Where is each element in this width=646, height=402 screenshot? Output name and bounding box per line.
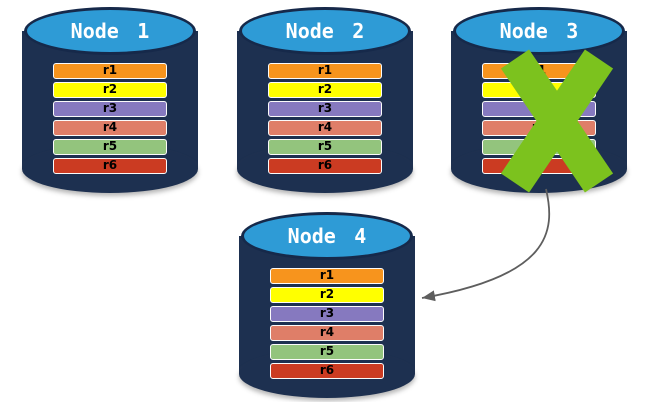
row-bar-r4: r4: [268, 120, 382, 136]
row-bar-r5: r5: [268, 139, 382, 155]
row-bar-r1: r1: [268, 63, 382, 79]
node-title: Node 1: [70, 19, 150, 43]
node-4-cylinder: Node 4 r1 r2 r3 r4 r5 r6: [239, 212, 415, 398]
row-bar-r1: r1: [270, 268, 384, 284]
row-bar-r4: r4: [270, 325, 384, 341]
row-bar-r4: r4: [53, 120, 167, 136]
cylinder-top: Node 1: [24, 7, 196, 55]
node-title: Node 2: [285, 19, 365, 43]
row-list: r1 r2 r3 r4 r5 r6: [268, 63, 382, 177]
node-1-cylinder: Node 1 r1 r2 r3 r4 r5 r6: [22, 7, 198, 193]
cylinder-top: Node 4: [241, 212, 413, 260]
row-list: r1 r2 r3 r4 r5 r6: [53, 63, 167, 177]
cylinder-top: Node 3: [453, 7, 625, 55]
row-bar-r3: r3: [268, 101, 382, 117]
row-bar-r6: r6: [270, 363, 384, 379]
node-title: Node 3: [499, 19, 579, 43]
failure-x-icon: [500, 49, 614, 193]
row-bar-r6: r6: [268, 158, 382, 174]
cylinder-top: Node 2: [239, 7, 411, 55]
row-list: r1 r2 r3 r4 r5 r6: [270, 268, 384, 382]
row-bar-r5: r5: [53, 139, 167, 155]
row-bar-r2: r2: [270, 287, 384, 303]
node-3-cylinder: Node 3 r1 r2 r3 r4 r5 r6: [451, 7, 627, 193]
row-bar-r3: r3: [53, 101, 167, 117]
row-bar-r2: r2: [53, 82, 167, 98]
row-bar-r3: r3: [270, 306, 384, 322]
row-bar-r5: r5: [270, 344, 384, 360]
node-2-cylinder: Node 2 r1 r2 r3 r4 r5 r6: [237, 7, 413, 193]
row-bar-r1: r1: [53, 63, 167, 79]
node-title: Node 4: [287, 224, 367, 248]
row-bar-r6: r6: [53, 158, 167, 174]
row-bar-r2: r2: [268, 82, 382, 98]
